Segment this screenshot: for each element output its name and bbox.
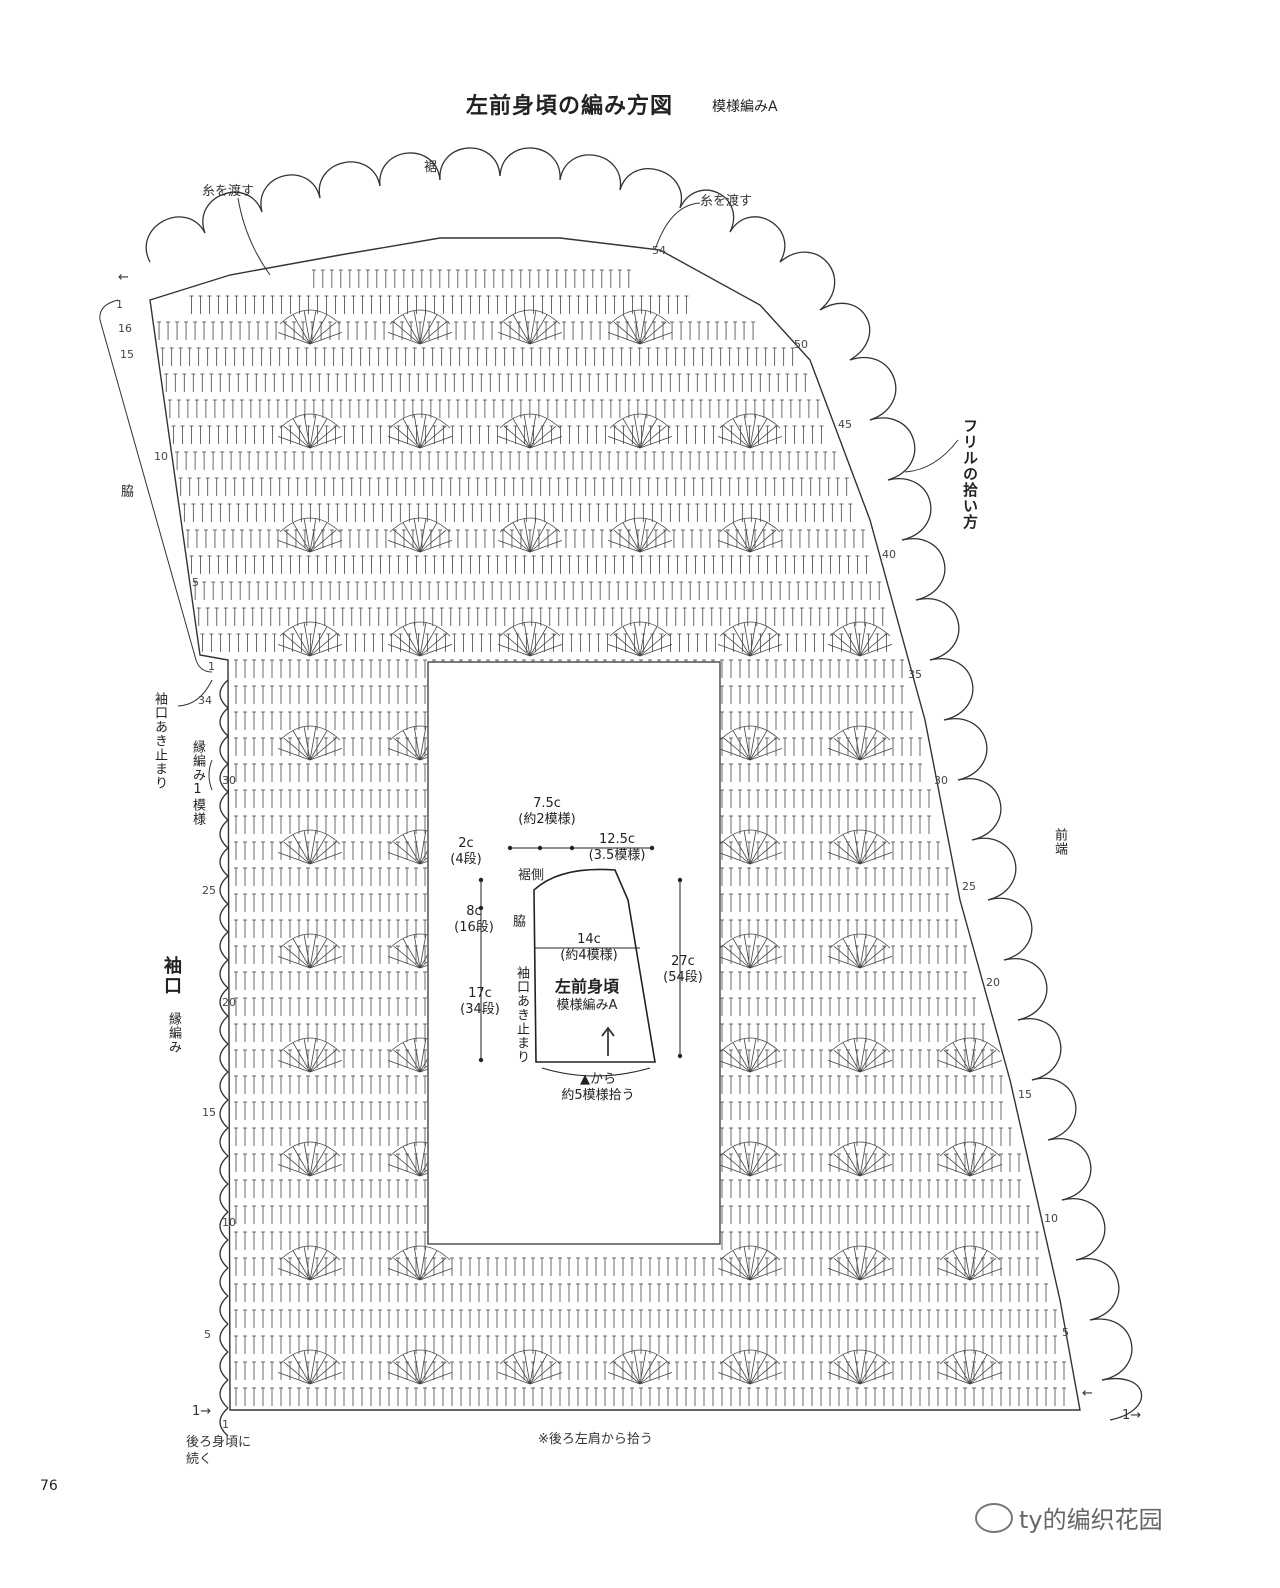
side-bracket	[99, 299, 213, 673]
schematic-left-seg2: 8c (16段)	[446, 904, 502, 936]
frill-pickup-label: フリルの拾い方	[961, 418, 979, 530]
row-number: 20	[222, 996, 236, 1009]
row-number: 10	[1044, 1212, 1058, 1225]
row-number: 10	[154, 450, 168, 463]
arrow-right-bottom: 1→	[1122, 1408, 1142, 1423]
schematic-top-width: 7.5c (約2模様)	[512, 796, 582, 828]
continue-back-label: 後ろ身頃に続く	[186, 1435, 252, 1467]
row-number: 30	[934, 774, 948, 787]
chart-body	[157, 269, 1066, 1406]
schematic-left-seg3: 17c (34段)	[452, 986, 508, 1018]
schematic-mid-width: 14c (約4模様)	[544, 932, 634, 964]
schematic-pickup-2: 約5模様拾う	[561, 1088, 635, 1103]
pass-yarn-right-label: 糸を渡す	[700, 194, 753, 209]
arrow-right-low: ←	[1082, 1386, 1093, 1401]
schematic-pattern: 模様編みA	[556, 998, 618, 1013]
arrow-left-bottom: 1→	[192, 1404, 212, 1419]
arrow-left-top: ←	[118, 270, 129, 285]
front-edge-label: 前端	[1052, 828, 1067, 856]
schematic-pickup-1: ▲から	[580, 1072, 616, 1087]
schematic-height: 27c (54段)	[656, 954, 710, 986]
page-title: 左前身頃の編み方図	[466, 94, 674, 119]
watermark: ty的编织花园	[975, 1500, 1163, 1535]
row-number: 34	[198, 694, 212, 707]
row-number: 15	[1018, 1088, 1032, 1101]
chart-outline	[149, 237, 1081, 1411]
schematic-name: 左前身頃	[554, 977, 619, 996]
row-number: 30	[222, 774, 236, 787]
row-number: 15	[202, 1106, 216, 1119]
watermark-text: ty的编织花园	[1019, 1506, 1163, 1534]
cuff-opening-end-label: 袖口あき止まり	[152, 692, 167, 790]
pass-yarn-left-label: 糸を渡す	[202, 184, 255, 199]
schematic-left-seg1-value: 2c	[458, 836, 474, 851]
schematic-dots	[478, 845, 683, 1063]
row-number: 25	[962, 880, 976, 893]
row-number: 50	[794, 338, 808, 351]
yarn-pointer-left	[237, 197, 271, 276]
row-number: 35	[908, 668, 922, 681]
cuff-scallops	[219, 679, 229, 1437]
schematic-left-seg3-value: 17c	[468, 986, 492, 1001]
row-number: 5	[204, 1328, 211, 1341]
schematic-top-extra-value: 12.5c	[598, 832, 636, 847]
yarn-pointer-right	[654, 202, 701, 251]
row-number: 1	[208, 660, 215, 673]
schematic-top-extra: 12.5c (3.5模様)	[572, 832, 662, 864]
schematic-height-value: 27c	[671, 954, 695, 969]
edging-one-pattern-label: 縁編み1模様	[190, 740, 205, 826]
frill-pointer	[904, 439, 959, 473]
cuff-bracket	[177, 679, 213, 707]
schematic-hem-side: 裾側	[518, 868, 545, 883]
row-number: 10	[222, 1216, 236, 1229]
row-number: 5	[192, 576, 199, 589]
schematic-left-seg2-value: 8c	[466, 904, 482, 919]
row-number: 45	[838, 418, 852, 431]
edging-label: 縁編み	[166, 1012, 181, 1054]
schematic-mid-width-patterns: (約4模様)	[560, 948, 618, 963]
schematic-top-extra-patterns: (3.5模様)	[588, 848, 646, 863]
row-number: 16	[118, 322, 132, 335]
page-number: 76	[40, 1478, 58, 1494]
schematic-height-rows: (54段)	[663, 970, 703, 985]
pickup-shoulder-note: ※後ろ左肩から拾う	[538, 1432, 653, 1447]
frill-scallops	[145, 147, 1142, 1421]
hem-label: 裾	[424, 160, 438, 175]
schematic-left-seg1: 2c (4段)	[446, 836, 486, 868]
row-number: 5	[1062, 1326, 1069, 1339]
row-number: 25	[202, 884, 216, 897]
row-number: 54	[652, 244, 666, 257]
row-number: 40	[882, 548, 896, 561]
edging-bracket	[208, 759, 213, 791]
schematic-left-seg3-rows: (34段)	[460, 1002, 500, 1017]
schematic-top-width-value: 7.5c	[533, 796, 561, 811]
schematic-pickup: ▲から 約5模様拾う	[548, 1072, 648, 1104]
wechat-icon	[975, 1502, 1013, 1533]
schematic-left-seg1-rows: (4段)	[450, 852, 482, 867]
schematic-cuff-end: 袖口あき止まり	[514, 966, 529, 1064]
side-label: 脇	[118, 484, 133, 498]
sleeve-cuff-label: 袖口	[161, 956, 182, 996]
schematic-name-block: 左前身頃 模様編みA	[540, 976, 634, 1014]
row-number: 1	[116, 298, 123, 311]
row-number: 15	[120, 348, 134, 361]
page-subtitle: 模様編みA	[712, 99, 778, 115]
schematic-mid-width-value: 14c	[577, 932, 601, 947]
schematic-top-width-patterns: (約2模様)	[518, 812, 576, 827]
schematic-side: 脇	[510, 914, 525, 928]
schematic-left-seg2-rows: (16段)	[454, 920, 494, 935]
row-number: 20	[986, 976, 1000, 989]
row-number: 1	[222, 1418, 229, 1431]
